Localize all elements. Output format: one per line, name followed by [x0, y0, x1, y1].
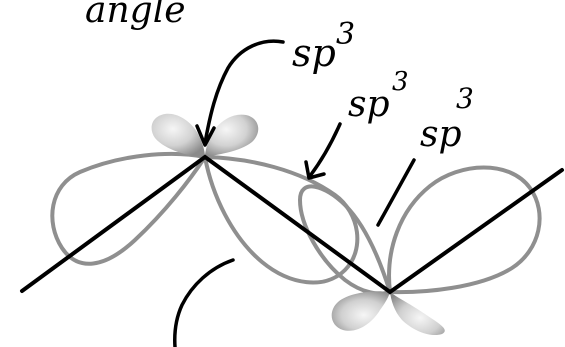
- sp3-lobe-center-lower: [297, 184, 393, 296]
- small-lobe-upper-left: [151, 113, 205, 157]
- carbon-chain-bonds: [20, 154, 564, 295]
- small-lobe-lower-right: [390, 292, 445, 336]
- sp3-label-top-text: sp: [292, 31, 336, 75]
- small-lobe-upper-right: [205, 114, 259, 157]
- sp3-label-right-text: sp: [420, 114, 462, 155]
- sp3-lobe-left-upper: [50, 152, 209, 266]
- sp3-lobe-center-upper: [202, 154, 360, 285]
- arrow-to-lower-atom: [376, 158, 416, 227]
- arrow-to-top-atom: [203, 39, 285, 145]
- sp3-lobe-right-lower: [387, 165, 542, 295]
- arrow-to-top-atom-head: [195, 124, 216, 147]
- sp3-label-middle-text: sp: [348, 84, 390, 125]
- sp3-label-top-superscript: 3: [336, 17, 355, 52]
- angle-label: angle: [85, 0, 186, 31]
- small-lobe-lower-left: [331, 291, 390, 331]
- angle-arc: [173, 258, 235, 347]
- sp3-label-middle-superscript: 3: [392, 67, 409, 97]
- sp3-label-middle: sp 3: [348, 67, 409, 125]
- sp3-label-right-superscript: 3: [456, 82, 474, 115]
- arrow-to-middle-lobe-head: [304, 160, 326, 180]
- arrow-to-middle-lobe: [308, 122, 342, 178]
- sp3-label-right: sp 3: [420, 82, 474, 155]
- sp3-label-top: sp 3: [292, 17, 355, 75]
